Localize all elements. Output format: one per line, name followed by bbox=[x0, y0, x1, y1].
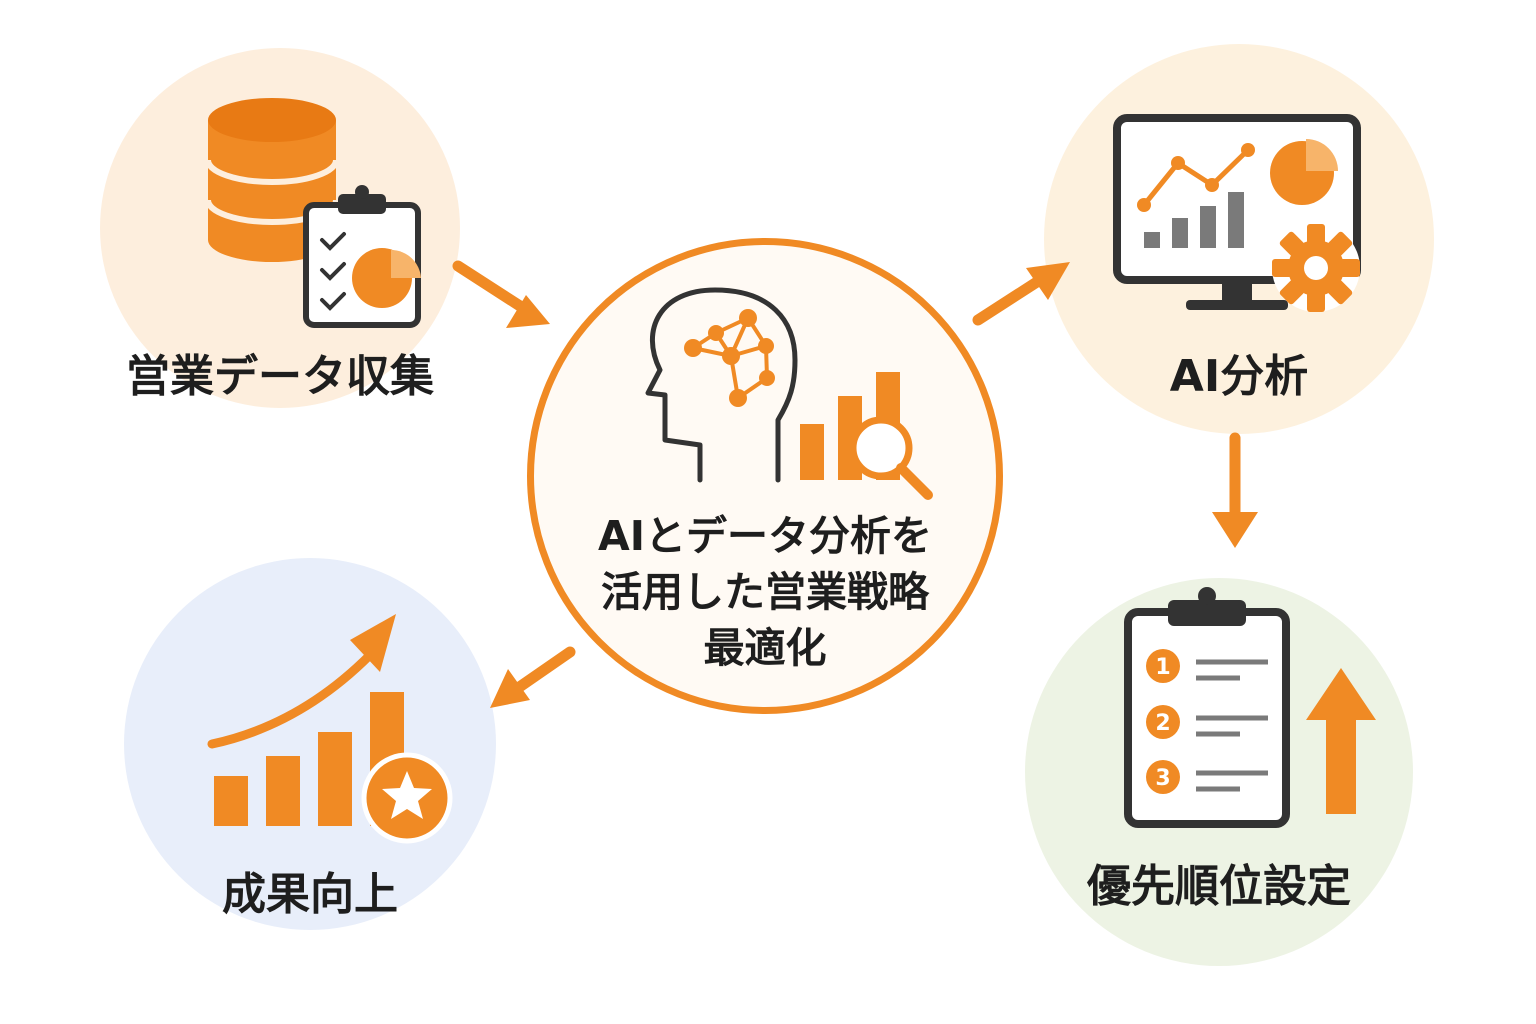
priority-item-1: 1 bbox=[1146, 649, 1268, 683]
arrow-collect-to-center bbox=[452, 260, 526, 312]
priority-item-3: 3 bbox=[1146, 760, 1268, 794]
priority-item-2: 2 bbox=[1146, 705, 1268, 739]
arrow-center-to-result bbox=[512, 646, 576, 694]
node-result-label: 成果向上 bbox=[222, 869, 398, 920]
node-collect-label: 営業データ収集 bbox=[126, 351, 434, 402]
arrow-center-to-analysis bbox=[972, 274, 1046, 326]
priority-number-3: 3 bbox=[1155, 766, 1170, 791]
priority-up-arrow-icon bbox=[1306, 668, 1376, 814]
node-result-bg bbox=[124, 558, 496, 930]
center-title-line-1: AIとデータ分析を bbox=[598, 512, 932, 560]
node-analysis-label: AI分析 bbox=[1169, 351, 1309, 402]
node-priority-label: 優先順位設定 bbox=[1087, 861, 1351, 912]
center-title-line-2: 活用した営業戦略 bbox=[601, 568, 929, 616]
center-title-line-3: 最適化 bbox=[703, 624, 827, 672]
center-node: AIとデータ分析を 活用した営業戦略 最適化 bbox=[527, 238, 1003, 714]
priority-number-2: 2 bbox=[1155, 711, 1170, 736]
priority-number-1: 1 bbox=[1155, 655, 1170, 680]
